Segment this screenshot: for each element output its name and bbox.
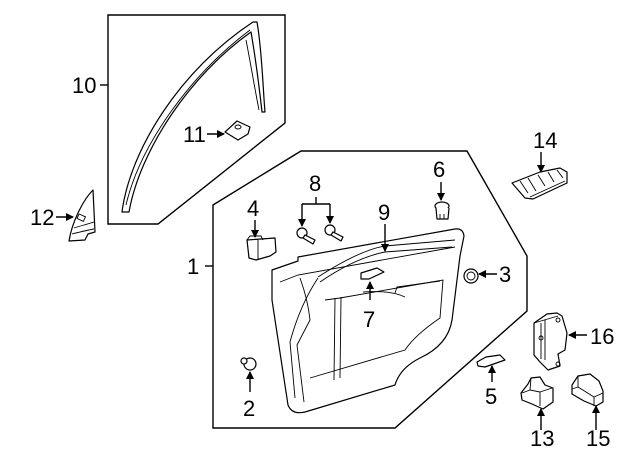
callout-6: 6 <box>433 157 445 182</box>
callout-9: 9 <box>378 200 390 225</box>
callout-16: 16 <box>590 324 614 349</box>
part-4-retainer[interactable] <box>246 235 277 261</box>
part-12-mirror-cover[interactable] <box>68 189 96 242</box>
part-8-screw-right[interactable] <box>324 224 344 242</box>
part-14-master-switch[interactable] <box>511 167 568 200</box>
part-1-door-trim-panel[interactable] <box>271 228 465 414</box>
part-5-trim-cap[interactable] <box>476 354 506 368</box>
window-channel-group-frame <box>107 14 286 225</box>
part-6-clip[interactable] <box>434 201 450 220</box>
part-16-control-module[interactable] <box>533 312 568 371</box>
part-2-push-pin[interactable] <box>240 357 257 371</box>
callout-10: 10 <box>72 73 96 98</box>
part-11-clip[interactable] <box>224 120 251 141</box>
callout-11: 11 <box>183 122 206 147</box>
callout-2: 2 <box>243 396 255 421</box>
callout-14: 14 <box>533 128 557 153</box>
part-15-window-switch[interactable] <box>571 373 604 407</box>
callout-5: 5 <box>485 384 497 409</box>
callout-7: 7 <box>363 307 375 332</box>
callout-3: 3 <box>499 262 511 287</box>
callout-13: 13 <box>530 426 554 451</box>
part-13-window-switch[interactable] <box>520 376 554 410</box>
part-3-grommet[interactable] <box>463 268 479 284</box>
callout-12: 12 <box>30 205 54 230</box>
callout-1: 1 <box>187 254 199 279</box>
part-10-window-channel[interactable] <box>121 21 266 213</box>
callout-4: 4 <box>247 196 259 221</box>
callout-15: 15 <box>586 426 610 451</box>
part-8-screw-left[interactable] <box>296 227 316 245</box>
callout-8: 8 <box>309 171 321 196</box>
